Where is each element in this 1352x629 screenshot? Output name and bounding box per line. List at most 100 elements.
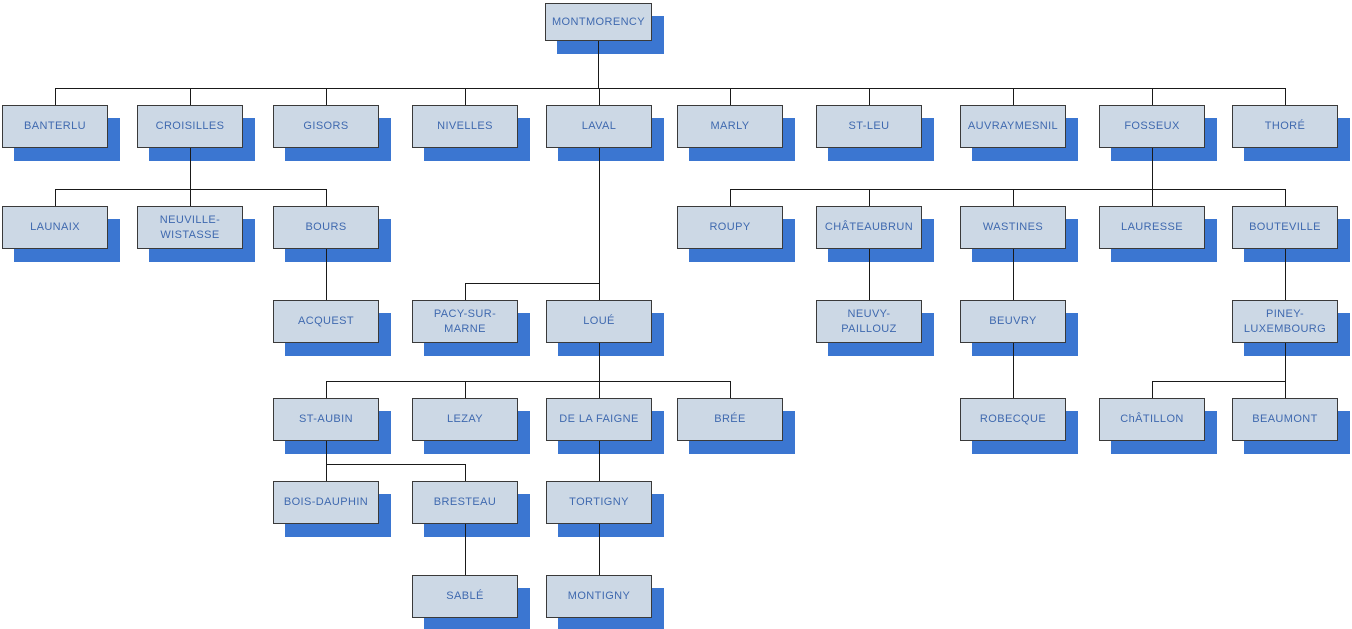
connector-line <box>1285 189 1286 206</box>
connector-line <box>1285 88 1286 105</box>
org-node-fosseux[interactable]: FOSSEUX <box>1099 105 1205 148</box>
org-node-label: MARLY <box>710 120 750 133</box>
connector-line <box>1013 88 1014 105</box>
connector-line <box>465 88 466 105</box>
org-node-label: AUVRAYMESNIL <box>967 120 1059 133</box>
org-node-bois-dauphin[interactable]: BOIS-DAUPHIN <box>273 481 379 524</box>
org-node-bresteau[interactable]: BRESTEAU <box>412 481 518 524</box>
org-node-tortigny[interactable]: TORTIGNY <box>546 481 652 524</box>
org-node-pacy-sur-marne[interactable]: PACY-SUR-MARNE <box>412 300 518 343</box>
org-node-croisilles[interactable]: CROISILLES <box>137 105 243 148</box>
connector-line <box>1285 381 1286 398</box>
org-node-nivelles[interactable]: NIVELLES <box>412 105 518 148</box>
org-node-label: THORÉ <box>1264 120 1306 133</box>
org-node-auvraymesnil[interactable]: AUVRAYMESNIL <box>960 105 1066 148</box>
org-node-label: LEZAY <box>446 413 484 426</box>
org-node-label: BRÉE <box>714 413 746 426</box>
org-node-label: BOIS-DAUPHIN <box>283 496 369 509</box>
connector-line <box>599 558 600 575</box>
org-node-lezay[interactable]: LEZAY <box>412 398 518 441</box>
connector-line <box>599 524 600 558</box>
org-node-label: PINEY-LUXEMBOURG <box>1243 308 1327 335</box>
connector-line <box>1152 148 1153 189</box>
org-node-roupy[interactable]: ROUPY <box>677 206 783 249</box>
org-node-label: BEAUMONT <box>1252 413 1318 426</box>
org-node-st-aubin[interactable]: ST-AUBIN <box>273 398 379 441</box>
connector-line <box>730 189 731 206</box>
org-node-bouteville[interactable]: BOUTEVILLE <box>1232 206 1338 249</box>
org-node-label: LAURESSE <box>1121 221 1183 234</box>
connector-line <box>326 88 327 105</box>
org-node-label: NEUVILLE-WISTASSE <box>159 214 221 241</box>
connector-line <box>1285 283 1286 300</box>
org-node-neuville-wistasse[interactable]: NEUVILLE-WISTASSE <box>137 206 243 249</box>
org-node-gisors[interactable]: GISORS <box>273 105 379 148</box>
org-node-label: PACY-SUR-MARNE <box>433 308 497 335</box>
org-node-bree[interactable]: BRÉE <box>677 398 783 441</box>
org-node-label: BOURS <box>305 221 347 234</box>
connector-line <box>190 189 191 206</box>
connector-line <box>869 249 870 283</box>
org-node-label: BANTERLU <box>24 120 86 133</box>
org-node-bours[interactable]: BOURS <box>273 206 379 249</box>
connector-line <box>599 441 600 464</box>
org-node-banterlu[interactable]: BANTERLU <box>2 105 108 148</box>
org-node-launaix[interactable]: LAUNAIX <box>2 206 108 249</box>
connector-line <box>1013 381 1014 398</box>
connector-line <box>190 88 191 105</box>
connector-line <box>730 88 731 105</box>
connector-line <box>55 189 56 206</box>
connector-line <box>190 148 191 189</box>
org-node-label: CHÂTEAUBRUN <box>824 221 914 234</box>
connector-line <box>326 283 327 300</box>
connector-line <box>1152 381 1153 398</box>
org-node-label: ST-LEU <box>848 120 890 133</box>
org-node-sable[interactable]: SABLÉ <box>412 575 518 618</box>
org-node-label: MONTMORENCY <box>551 15 645 28</box>
connector-line <box>1013 343 1014 381</box>
connector-line <box>326 249 327 283</box>
org-node-label: LAVAL <box>581 120 617 133</box>
org-node-thore[interactable]: THORÉ <box>1232 105 1338 148</box>
org-node-label: NEUVY-PAILLOUZ <box>841 308 897 335</box>
org-node-chateaubrun[interactable]: CHÂTEAUBRUN <box>816 206 922 249</box>
org-node-label: ROBECQUE <box>979 413 1047 426</box>
org-node-montmorency[interactable]: MONTMORENCY <box>545 3 652 41</box>
org-node-robecque[interactable]: ROBECQUE <box>960 398 1066 441</box>
connector-line <box>326 189 327 206</box>
connector-line <box>730 381 731 398</box>
org-node-label: ROUPY <box>709 221 751 234</box>
org-node-loue[interactable]: LOUÉ <box>546 300 652 343</box>
org-node-label: SABLÉ <box>446 590 484 603</box>
org-node-lauresse[interactable]: LAURESSE <box>1099 206 1205 249</box>
connector-line <box>1285 343 1286 381</box>
connector-line <box>869 189 870 206</box>
connector-line <box>599 88 600 105</box>
org-node-beaumont[interactable]: BEAUMONT <box>1232 398 1338 441</box>
org-node-label: CROISILLES <box>155 120 225 133</box>
connector-line <box>599 283 600 300</box>
connector-line <box>598 41 599 88</box>
org-node-st-leu[interactable]: ST-LEU <box>816 105 922 148</box>
connector-line <box>1152 88 1153 105</box>
org-node-piney-luxembourg[interactable]: PINEY-LUXEMBOURG <box>1232 300 1338 343</box>
connector-line <box>599 464 600 481</box>
connector-line <box>326 381 731 382</box>
org-node-neuvy-paillouz[interactable]: NEUVY-PAILLOUZ <box>816 300 922 343</box>
org-node-marly[interactable]: MARLY <box>677 105 783 148</box>
org-node-chatillon[interactable]: ChÂTILLON <box>1099 398 1205 441</box>
org-node-label: LAUNAIX <box>30 221 80 234</box>
connector-line <box>869 283 870 300</box>
org-node-de-la-faigne[interactable]: DE LA FAIGNE <box>546 398 652 441</box>
connector-line <box>55 88 56 105</box>
org-node-laval[interactable]: LAVAL <box>546 105 652 148</box>
connector-line <box>1013 189 1014 206</box>
connector-line <box>465 524 466 558</box>
org-node-acquest[interactable]: ACQUEST <box>273 300 379 343</box>
org-node-beuvry[interactable]: BEUVRY <box>960 300 1066 343</box>
org-node-label: FOSSEUX <box>1124 120 1180 133</box>
org-node-label: WASTINES <box>982 221 1044 234</box>
org-node-wastines[interactable]: WASTINES <box>960 206 1066 249</box>
connector-line <box>465 558 466 575</box>
org-node-montigny[interactable]: MONTIGNY <box>546 575 652 618</box>
